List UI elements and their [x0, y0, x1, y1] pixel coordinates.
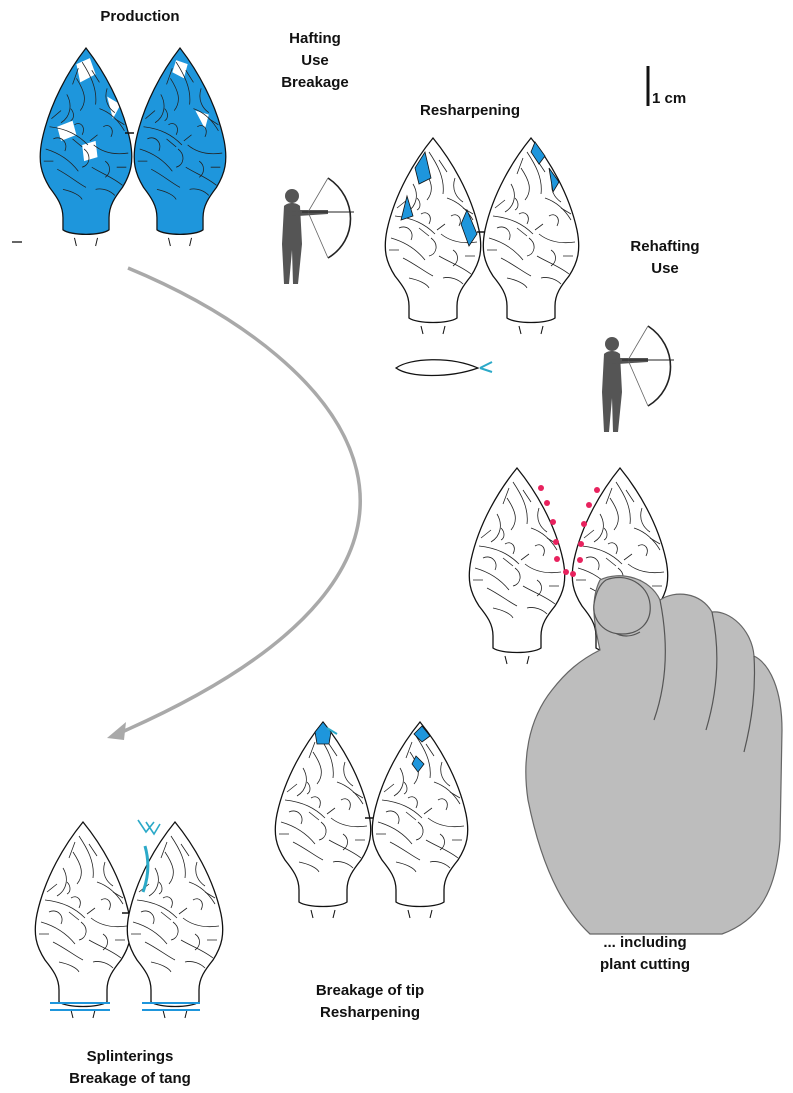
- hand-icon: [526, 576, 782, 934]
- point-production-b: [134, 48, 226, 246]
- curved-arrow: [115, 268, 360, 735]
- point-rehafting-a: [469, 468, 564, 664]
- fracture-mark-2: [138, 820, 160, 834]
- point-tang-b: [127, 822, 222, 1018]
- archer-icon-1: [282, 178, 354, 284]
- point-resharpening-a: [385, 138, 480, 334]
- point-resharpening-b: [483, 138, 578, 334]
- point-tip-b: [372, 722, 467, 918]
- point-production-a: [40, 48, 132, 246]
- archer-icon-2: [602, 326, 674, 432]
- cross-section: [396, 360, 478, 376]
- point-tang-a: [35, 822, 130, 1018]
- curved-arrow-head: [107, 722, 126, 740]
- hand-thumb: [594, 577, 650, 634]
- point-tip-a: [275, 722, 370, 918]
- fracture-mark-1: [480, 362, 492, 372]
